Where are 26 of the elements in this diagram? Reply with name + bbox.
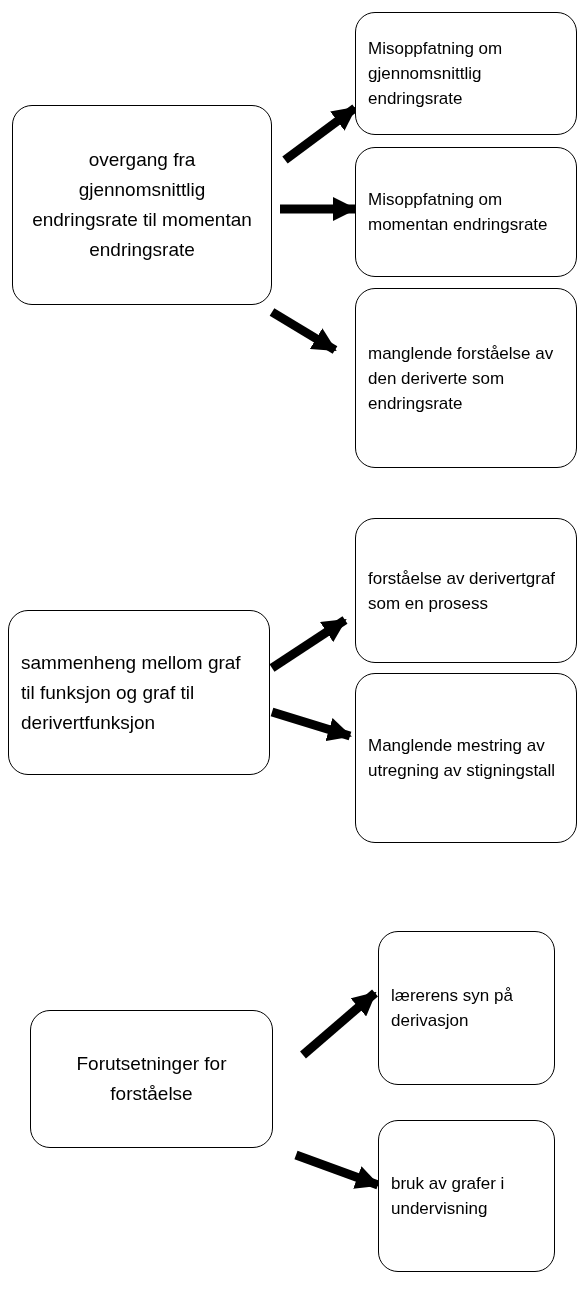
rounded-box [355, 288, 577, 468]
box-text: sammenheng mellom graf til funksjon og graf til derivertfunksjon [21, 650, 242, 735]
arrow [294, 1150, 380, 1190]
rounded-box [355, 518, 577, 663]
box-text: lærerens syn på derivasjon [391, 985, 514, 1032]
box-text: forståelse av derivertgraf som en prosess [368, 567, 557, 615]
box-text: Forutsetninger for forståelse [75, 1052, 228, 1106]
rounded-box [355, 673, 577, 843]
arrow [300, 989, 378, 1059]
box-text: Misoppfatning om gjennomsnittlig endringsrate [368, 38, 504, 110]
arrow [269, 308, 338, 354]
box-text: overgang fra gjennomsnittlig endringsrate til momentan endringsrate [31, 148, 253, 262]
arrow [269, 616, 348, 672]
rounded-box [8, 610, 270, 775]
rounded-box [12, 105, 272, 305]
rounded-box [30, 1010, 273, 1148]
rounded-box [355, 147, 577, 277]
box-text: Misoppfatning om momentan endringsrate [368, 189, 549, 236]
arrow [280, 197, 357, 221]
box-text: Manglende mestring av utregning av stigningstall [368, 735, 557, 782]
box-text: manglende forståelse av den deriverte som endringsrate [368, 342, 555, 415]
rounded-box [378, 1120, 555, 1272]
rounded-box [355, 12, 577, 135]
arrow [270, 707, 352, 741]
rounded-box [378, 931, 555, 1085]
box-text: bruk av grafer i undervisning [391, 1173, 506, 1220]
